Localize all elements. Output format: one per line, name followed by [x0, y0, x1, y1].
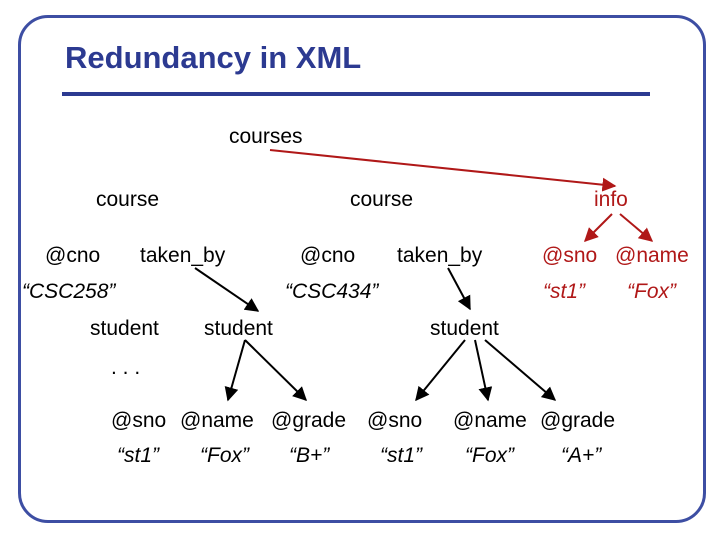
node-info-name: @name	[615, 244, 689, 267]
value-studentA-grade: “B+”	[289, 444, 330, 467]
value-course2-cno: “CSC434”	[285, 280, 379, 303]
slide-frame	[18, 15, 706, 523]
node-course-2: course	[350, 188, 414, 211]
node-info: info	[594, 188, 628, 211]
value-studentA-sno: “st1”	[117, 444, 159, 467]
node-course1-student-2: student	[204, 317, 273, 340]
edge-studentB-name	[474, 339, 493, 402]
edge-info-name	[619, 213, 654, 242]
title-underline	[62, 92, 650, 96]
edge-studentB-grade	[484, 339, 557, 401]
edge-studentB-sno	[415, 339, 466, 402]
node-course1-cno: @cno	[45, 244, 101, 267]
value-studentB-grade: “A+”	[561, 444, 602, 467]
value-course1-cno: “CSC258”	[22, 280, 116, 303]
node-courses: courses	[229, 125, 303, 148]
edge-info-sno	[584, 213, 613, 242]
edge-takenby2-student	[447, 267, 471, 311]
value-studentA-name: “Fox”	[200, 444, 249, 467]
node-course2-cno: @cno	[300, 244, 356, 267]
slide-title: Redundancy in XML	[65, 40, 362, 75]
node-studentA-name: @name	[180, 409, 254, 432]
edge-courses-info	[269, 149, 617, 192]
node-course1-student-1: student	[90, 317, 159, 340]
ellipsis: . . .	[111, 356, 141, 379]
value-info-name: “Fox”	[627, 280, 676, 303]
node-studentA-sno: @sno	[111, 409, 167, 432]
edge-studentA-sno	[224, 339, 246, 402]
node-studentB-name: @name	[453, 409, 527, 432]
node-studentB-sno: @sno	[367, 409, 423, 432]
node-studentB-grade: @grade	[540, 409, 616, 432]
edge-studentA-name	[244, 339, 307, 401]
node-course1-taken-by: taken_by	[140, 244, 226, 267]
edge-takenby1-student2	[194, 267, 260, 312]
node-studentA-grade: @grade	[271, 409, 347, 432]
node-info-sno: @sno	[542, 244, 598, 267]
node-course2-student: student	[430, 317, 499, 340]
value-info-sno: “st1”	[543, 280, 585, 303]
value-studentB-sno: “st1”	[380, 444, 422, 467]
node-course2-taken-by: taken_by	[397, 244, 483, 267]
node-course-1: course	[96, 188, 160, 211]
value-studentB-name: “Fox”	[465, 444, 514, 467]
